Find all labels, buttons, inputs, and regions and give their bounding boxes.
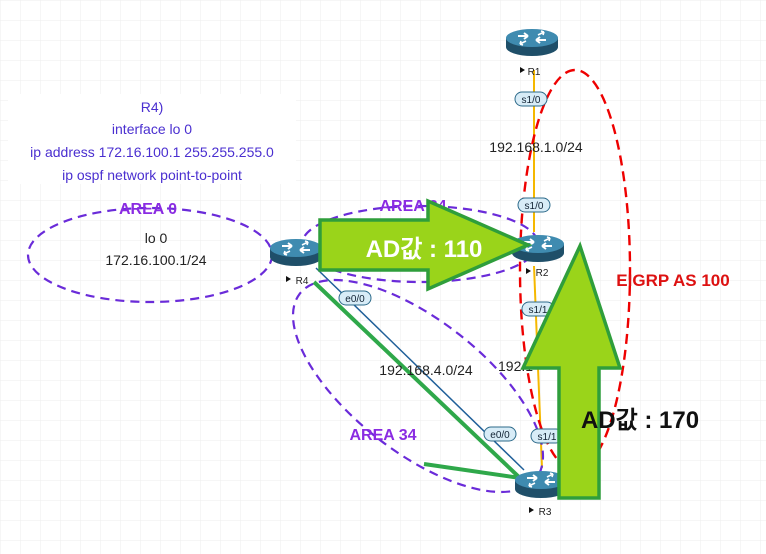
loopback-name: lo 0 — [145, 230, 168, 246]
iface-r3-e00: e0/0 — [483, 426, 517, 442]
play-icon — [286, 276, 291, 282]
eigrp-label: EIGRP AS 100 — [616, 271, 729, 290]
router-r4-label: R4 — [296, 276, 309, 287]
svg-text:s1/0: s1/0 — [525, 201, 544, 212]
play-icon — [520, 67, 525, 73]
area-0-label: AREA 0 — [119, 201, 177, 218]
loopback-address: 172.16.100.1/24 — [105, 252, 206, 268]
play-icon — [526, 268, 531, 274]
area-34-label: AREA 34 — [350, 427, 417, 444]
router-r2[interactable]: R2 — [511, 234, 565, 279]
config-note-box — [8, 94, 296, 184]
iface-r4-e00: e0/0 — [338, 290, 372, 306]
eigrp-ad-label: AD값 : 170 — [581, 407, 699, 434]
ospf-ad-arrow: AD값 : 110 — [318, 198, 533, 292]
svg-text:e0/0: e0/0 — [490, 430, 510, 441]
router-r2-label: R2 — [536, 268, 549, 279]
network-label-192-168-1: 192.168.1.0/24 — [489, 139, 583, 155]
router-r3-label: R3 — [539, 507, 552, 518]
svg-text:s1/1: s1/1 — [538, 432, 557, 443]
svg-text:s1/0: s1/0 — [522, 95, 541, 106]
config-note-line-1: R4) — [141, 99, 164, 115]
eigrp-ad-arrow — [520, 241, 623, 500]
up-arrow-icon — [520, 241, 623, 500]
config-note-line-2: interface lo 0 — [112, 121, 192, 137]
iface-r2-s10: s1/0 — [517, 197, 551, 213]
router-r1-label: R1 — [528, 67, 541, 78]
iface-r1-s10: s1/0 — [514, 91, 548, 107]
play-icon — [529, 507, 534, 513]
router-r1[interactable]: R1 — [505, 28, 559, 78]
router-r3[interactable]: R3 — [514, 470, 568, 518]
ospf-ad-label: AD값 : 110 — [366, 236, 483, 263]
svg-text:s1/1: s1/1 — [529, 305, 548, 316]
router-icon — [505, 28, 559, 57]
network-label-192-168-4: 192.168.4.0/24 — [379, 362, 473, 378]
router-icon — [269, 238, 323, 267]
config-note-line-3: ip address 172.16.100.1 255.255.255.0 — [30, 144, 274, 160]
svg-text:e0/0: e0/0 — [345, 294, 365, 305]
config-note-line-4: ip ospf network point-to-point — [62, 167, 242, 183]
right-arrow-icon — [318, 198, 533, 292]
router-r4[interactable]: R4 — [269, 238, 323, 287]
